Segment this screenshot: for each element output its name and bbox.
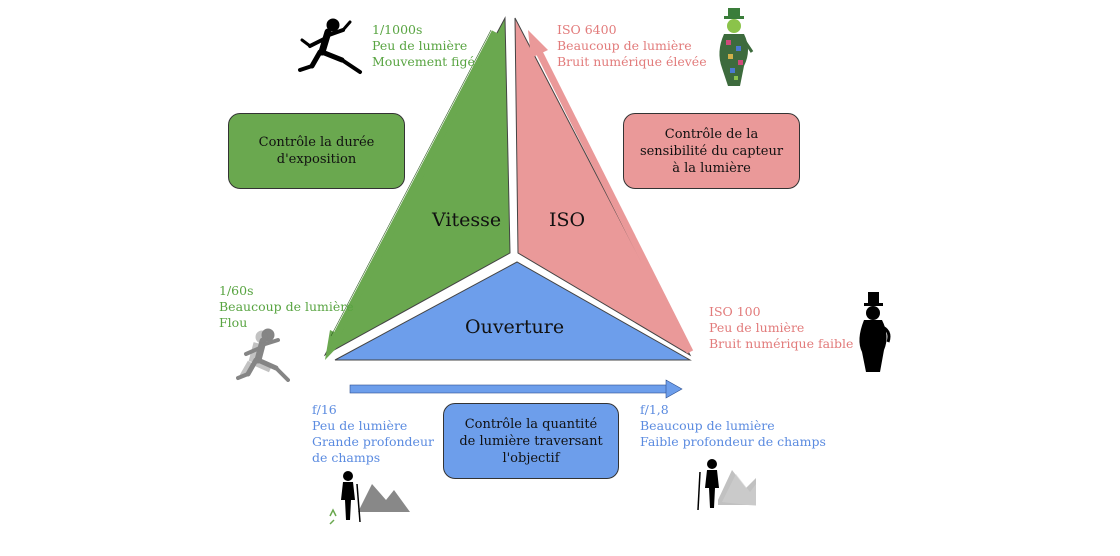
running-figure-blurred-icon bbox=[236, 328, 290, 382]
iso-high-info: ISO 6400 Beaucoup de lumière Bruit numér… bbox=[557, 22, 707, 70]
aperture-large-line2: Faible profondeur de champs bbox=[640, 434, 826, 449]
iso-label: ISO bbox=[549, 209, 585, 231]
light-quantity-text: Contrôle la quantité de lumière traversa… bbox=[459, 416, 603, 466]
light-quantity-box: Contrôle la quantité de lumière traversa… bbox=[443, 403, 619, 479]
vitesse-slow-info: 1/60s Beaucoup de lumière Flou bbox=[219, 283, 354, 331]
iso-low-info: ISO 100 Peu de lumière Bruit numérique f… bbox=[709, 304, 853, 352]
vitesse-fast-line2: Mouvement figé bbox=[372, 54, 475, 69]
iso-low-line2: Bruit numérique faible bbox=[709, 336, 854, 351]
silhouette-figure-icon bbox=[859, 292, 891, 372]
aperture-small-info: f/16 Peu de lumière Grande profondeur de… bbox=[312, 402, 434, 466]
aperture-small-value: f/16 bbox=[312, 402, 337, 417]
iso-high-line1: Beaucoup de lumière bbox=[557, 38, 692, 53]
running-figure-sharp-icon bbox=[298, 18, 362, 74]
vitesse-fast-value: 1/1000s bbox=[372, 22, 423, 37]
vitesse-slow-line2: Flou bbox=[219, 315, 248, 330]
exposure-duration-box: Contrôle la durée d'exposition bbox=[228, 113, 405, 189]
aperture-large-line1: Beaucoup de lumière bbox=[640, 418, 775, 433]
hiker-blurred-icon bbox=[697, 459, 756, 511]
vitesse-label: Vitesse bbox=[431, 209, 501, 231]
iso-high-line2: Bruit numérique élevée bbox=[557, 54, 707, 69]
aperture-large-value: f/1,8 bbox=[640, 402, 669, 417]
exposure-duration-text: Contrôle la durée d'exposition bbox=[258, 135, 375, 167]
iso-low-line1: Peu de lumière bbox=[709, 320, 805, 335]
vitesse-fast-line1: Peu de lumière bbox=[372, 38, 468, 53]
sensor-sensitivity-box: Contrôle de la sensibilité du capteur à … bbox=[623, 113, 800, 189]
noisy-figure-icon bbox=[719, 8, 754, 86]
vitesse-arrow bbox=[325, 29, 499, 360]
aperture-small-line2: Grande profondeur bbox=[312, 434, 434, 449]
ouverture-arrow bbox=[349, 379, 683, 399]
hiker-sharp-icon bbox=[329, 471, 410, 525]
sensor-sensitivity-text: Contrôle de la sensibilité du capteur à … bbox=[639, 126, 784, 176]
ouverture-section bbox=[334, 261, 692, 361]
aperture-small-line3: de champs bbox=[312, 450, 381, 465]
iso-high-value: ISO 6400 bbox=[557, 22, 617, 37]
ouverture-label: Ouverture bbox=[465, 316, 564, 338]
vitesse-slow-line1: Beaucoup de lumière bbox=[219, 299, 354, 314]
vitesse-fast-info: 1/1000s Peu de lumière Mouvement figé bbox=[372, 22, 475, 70]
iso-low-value: ISO 100 bbox=[709, 304, 761, 319]
aperture-large-info: f/1,8 Beaucoup de lumière Faible profond… bbox=[640, 402, 826, 450]
iso-arrow bbox=[528, 30, 694, 354]
aperture-small-line1: Peu de lumière bbox=[312, 418, 408, 433]
vitesse-slow-value: 1/60s bbox=[219, 283, 254, 298]
